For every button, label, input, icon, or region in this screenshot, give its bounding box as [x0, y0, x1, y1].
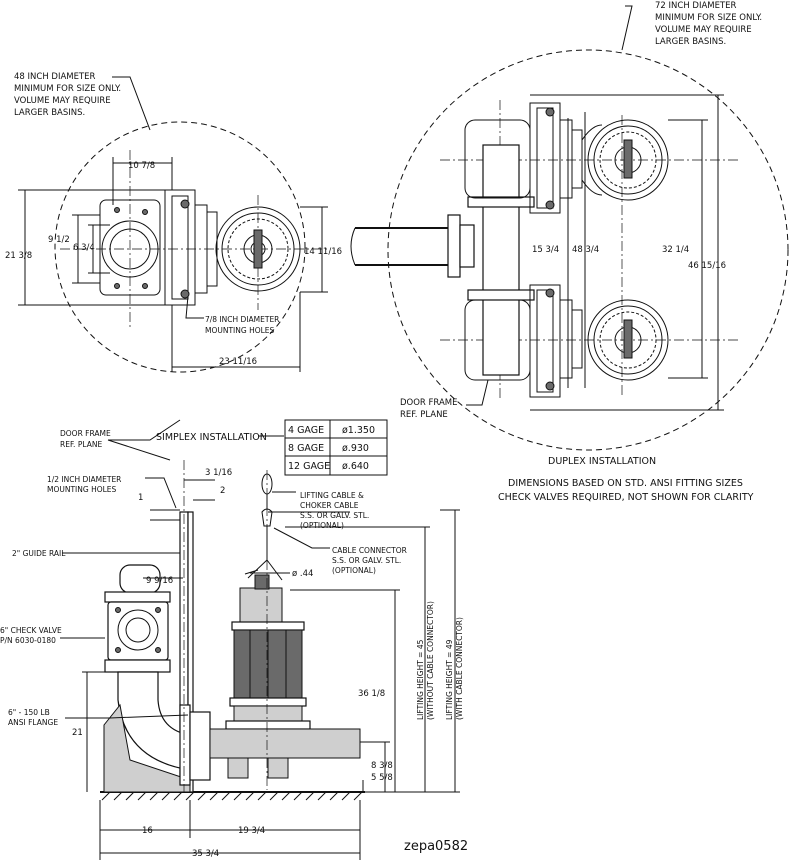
dim-3-1-16: 3 1/16	[205, 468, 232, 478]
cable-gage-table	[284, 419, 388, 476]
dim-9-9-16: 9 9/16	[146, 576, 173, 586]
flange-label: 6" - 150 LB	[8, 708, 50, 717]
dim-16: 16	[142, 826, 153, 836]
dim-36-1-8: 36 1/8	[358, 689, 385, 699]
duplex-basin-note-line: VOLUME MAY REQUIRE	[655, 25, 752, 35]
dim-10-7-8: 10 7/8	[128, 161, 155, 171]
table-dia-4: ø1.350	[342, 425, 375, 436]
simplex-door-frame-note: REF. PLANE	[60, 440, 102, 449]
ansi-note: DIMENSIONS BASED ON STD. ANSI FITTING SI…	[508, 478, 743, 489]
dim-48-3-4: 48 3/4	[572, 245, 599, 255]
simplex-basin-note: 48 INCH DIAMETER MINIMUM FOR SIZE ONLY. …	[14, 72, 121, 118]
simplex-installation-title: SIMPLEX INSTALLATION	[156, 432, 267, 443]
dim-46-15-16: 46 15/16	[688, 261, 726, 271]
duplex-basin-note-line: 72 INCH DIAMETER	[655, 1, 737, 11]
dim-32-1-4: 32 1/4	[662, 245, 689, 255]
simplex-basin-outline	[54, 121, 306, 373]
dim-9-1-2: 9 1/2	[48, 235, 70, 245]
table-dia-8: ø.930	[342, 443, 369, 454]
lifting-height-45-note: (WITHOUT CABLE CONNECTOR)	[426, 601, 435, 720]
table-gage-4: 4 GAGE	[288, 425, 324, 436]
dim-8-3-8: 8 3/8	[371, 761, 393, 771]
simplex-door-frame-note: DOOR FRAME	[60, 429, 111, 438]
dim-6-3-4: 6 3/4	[73, 243, 95, 253]
dim-15-3-4: 15 3/4	[532, 245, 559, 255]
duplex-door-frame-note: REF. PLANE	[400, 410, 448, 420]
elevation-view	[100, 460, 365, 801]
duplex-plan-view	[387, 49, 789, 451]
dim-2: 2	[220, 486, 225, 496]
simplex-basin-note-line: 48 INCH DIAMETER	[14, 72, 96, 82]
simplex-basin-note-line: MINIMUM FOR SIZE ONLY.	[14, 84, 121, 94]
lifting-cable-label: (OPTIONAL)	[300, 521, 344, 530]
simplex-basin-note-line: LARGER BASINS.	[14, 108, 85, 118]
simplex-plan-dims	[18, 76, 328, 372]
guide-rail-label: 2" GUIDE RAIL	[12, 549, 66, 558]
dim-21: 21	[72, 728, 83, 738]
elevation-dims	[60, 419, 460, 860]
cable-connector-label: (OPTIONAL)	[332, 566, 376, 575]
drawing-id: zepa0582	[404, 839, 468, 854]
dim-19-3-4: 19 3/4	[238, 826, 265, 836]
dim-5-5-8: 5 5/8	[371, 773, 393, 783]
table-dia-12: ø.640	[342, 461, 369, 472]
dim-1: 1	[138, 493, 143, 503]
dim-0-44: ø .44	[292, 569, 313, 579]
lifting-cable-label: S.S. OR GALV. STL.	[300, 511, 369, 520]
simplex-basin-note-line: VOLUME MAY REQUIRE	[14, 96, 111, 106]
duplex-basin-outline	[387, 49, 789, 451]
lifting-cable-label: LIFTING CABLE &	[300, 491, 364, 500]
duplex-basin-note: 72 INCH DIAMETER MINIMUM FOR SIZE ONLY. …	[655, 1, 762, 47]
lifting-height-49-note: (WITH CABLE CONNECTOR)	[455, 617, 464, 720]
header-pipe	[350, 214, 475, 278]
table-gage-8: 8 GAGE	[288, 443, 324, 454]
lifting-height-49: LIFTING HEIGHT = 49	[445, 639, 454, 720]
elev-mounting-holes-note: MOUNTING HOLES	[47, 485, 117, 494]
ground-hatch	[101, 791, 363, 801]
simplex-plan-view	[54, 121, 330, 373]
check-valve-label: P/N 6030-0180	[0, 636, 56, 645]
plan-mounting-holes-note: MOUNTING HOLES	[205, 326, 275, 335]
flange-label: ANSI FLANGE	[8, 718, 58, 727]
duplex-door-frame-note: DOOR FRAME	[400, 398, 458, 408]
duplex-installation-title: DUPLEX INSTALLATION	[548, 456, 656, 467]
dim-14-11-16: 14 11/16	[304, 247, 342, 257]
dim-23-11-16: 23 11/16	[219, 357, 257, 367]
table-gage-12: 12 GAGE	[288, 461, 330, 472]
check-valves-note: CHECK VALVES REQUIRED, NOT SHOWN FOR CLA…	[498, 492, 754, 503]
dim-21-3-8: 21 3/8	[5, 251, 32, 261]
duplex-basin-note-line: MINIMUM FOR SIZE ONLY.	[655, 13, 762, 23]
lifting-cable-label: CHOKER CABLE	[300, 501, 359, 510]
check-valve-label: 6" CHECK VALVE	[0, 626, 62, 635]
cable-connector-label: CABLE CONNECTOR	[332, 546, 407, 555]
cable-connector-label: S.S. OR GALV. STL.	[332, 556, 401, 565]
plan-mounting-holes-note: 7/8 INCH DIAMETER	[205, 315, 279, 324]
duplex-basin-note-line: LARGER BASINS.	[655, 37, 726, 47]
lifting-height-45: LIFTING HEIGHT = 45	[416, 639, 425, 720]
elev-mounting-holes-note: 1/2 INCH DIAMETER	[47, 475, 121, 484]
duplex-plan-dims	[466, 5, 724, 411]
dim-35-3-4: 35 3/4	[192, 849, 219, 859]
